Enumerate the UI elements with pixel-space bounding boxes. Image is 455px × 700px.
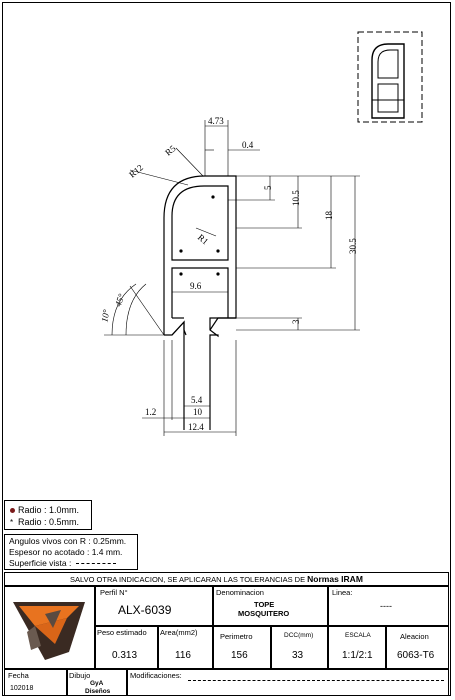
dcc-value: 33 — [292, 650, 304, 661]
legend-radio-1: Radio : 1.0mm. — [10, 505, 79, 515]
dim-18: 18 — [324, 211, 334, 221]
dim-r1: R1 — [196, 232, 210, 246]
denominacion-label: Denominacion — [216, 588, 264, 597]
aleacion-value: 6063-T6 — [397, 650, 435, 661]
dim-r12: R12 — [127, 162, 145, 179]
area-value: 116 — [175, 650, 191, 661]
dim-5-4: 5.4 — [191, 395, 203, 405]
area-label: Area(mm2) — [160, 628, 198, 637]
dcc-label: DCC(mm) — [284, 632, 314, 639]
dim-30-5: 30.5 — [348, 238, 358, 254]
divider-perfil — [212, 585, 214, 626]
note-line-2: Espesor no acotado : 1.4 mm. — [9, 547, 123, 557]
divider-perimetro — [270, 625, 272, 668]
dibujo-value-2: Diseños — [85, 688, 111, 695]
modificaciones-line — [188, 680, 444, 681]
title-row-bottom — [4, 668, 449, 670]
title-row-top — [4, 585, 449, 587]
escala-value: 1:1/2:1 — [342, 650, 373, 661]
divider-escala — [385, 625, 387, 668]
radius-legend — [4, 500, 92, 530]
divider-fecha — [66, 668, 68, 696]
peso-value: 0.313 — [112, 650, 138, 661]
peso-label: Peso estimado — [97, 628, 147, 637]
fecha-label: Fecha — [8, 671, 29, 680]
denominacion-value-2: MOSQUITERO — [238, 609, 290, 618]
denominacion-value-1: TOPE — [254, 600, 275, 609]
note-line-1: Angulos vivos con R : 0.25mm. — [9, 536, 127, 546]
perimetro-label: Perimetro — [220, 632, 253, 641]
escala-label: ESCALA — [345, 632, 371, 639]
dim-10: 10 — [193, 407, 203, 417]
divider-peso — [157, 625, 159, 668]
radius-markers — [179, 195, 220, 276]
dibujo-value-1: GyA — [90, 680, 104, 687]
modificaciones-label: Modificaciones: — [130, 671, 182, 680]
dashed-line-icon — [75, 563, 116, 565]
dim-10-5: 10.5 — [291, 190, 301, 206]
divider-area — [212, 625, 214, 668]
dim-9-6: 9.6 — [190, 281, 202, 291]
dim-5: 5 — [263, 185, 273, 190]
linea-label: Linea: — [332, 588, 353, 597]
perfil-value: ALX-6039 — [118, 603, 172, 617]
tolerance-note: SALVO OTRA INDICACION, SE APLICARAN LAS … — [70, 574, 363, 584]
dimension-lines — [104, 120, 360, 436]
perfil-label: Perfil N° — [100, 588, 128, 597]
divider-dibujo — [126, 668, 128, 696]
title-block — [4, 572, 449, 696]
dim-r5: R5 — [163, 143, 178, 158]
linea-value: ---- — [380, 601, 392, 611]
dim-3: 3 — [291, 319, 301, 324]
dim-0-4: 0.4 — [242, 140, 254, 150]
profile-thumbnail — [357, 31, 423, 123]
dibujo-label: Dibujo — [69, 671, 91, 680]
asterisk-marker-icon: * — [10, 518, 14, 527]
fecha-value: 102018 — [10, 685, 34, 692]
dim-angle-10: 10° — [99, 308, 111, 323]
dim-angle-45: 45° — [113, 292, 127, 308]
notes-box — [4, 534, 138, 570]
note-line-3: Superficie vista : — [9, 558, 116, 568]
profile-main — [163, 175, 237, 430]
divider-dcc — [327, 625, 329, 668]
dim-12-4: 12.4 — [188, 422, 204, 432]
divider-denominacion — [327, 585, 329, 626]
dim-1-2: 1.2 — [145, 407, 156, 417]
company-logo — [5, 588, 95, 668]
dim-4-73: 4.73 — [208, 116, 224, 126]
perimetro-value: 156 — [231, 650, 248, 661]
dot-marker-icon — [10, 508, 15, 514]
aleacion-label: Aleacion — [400, 632, 429, 641]
legend-radio-05: *Radio : 0.5mm. — [10, 517, 80, 527]
